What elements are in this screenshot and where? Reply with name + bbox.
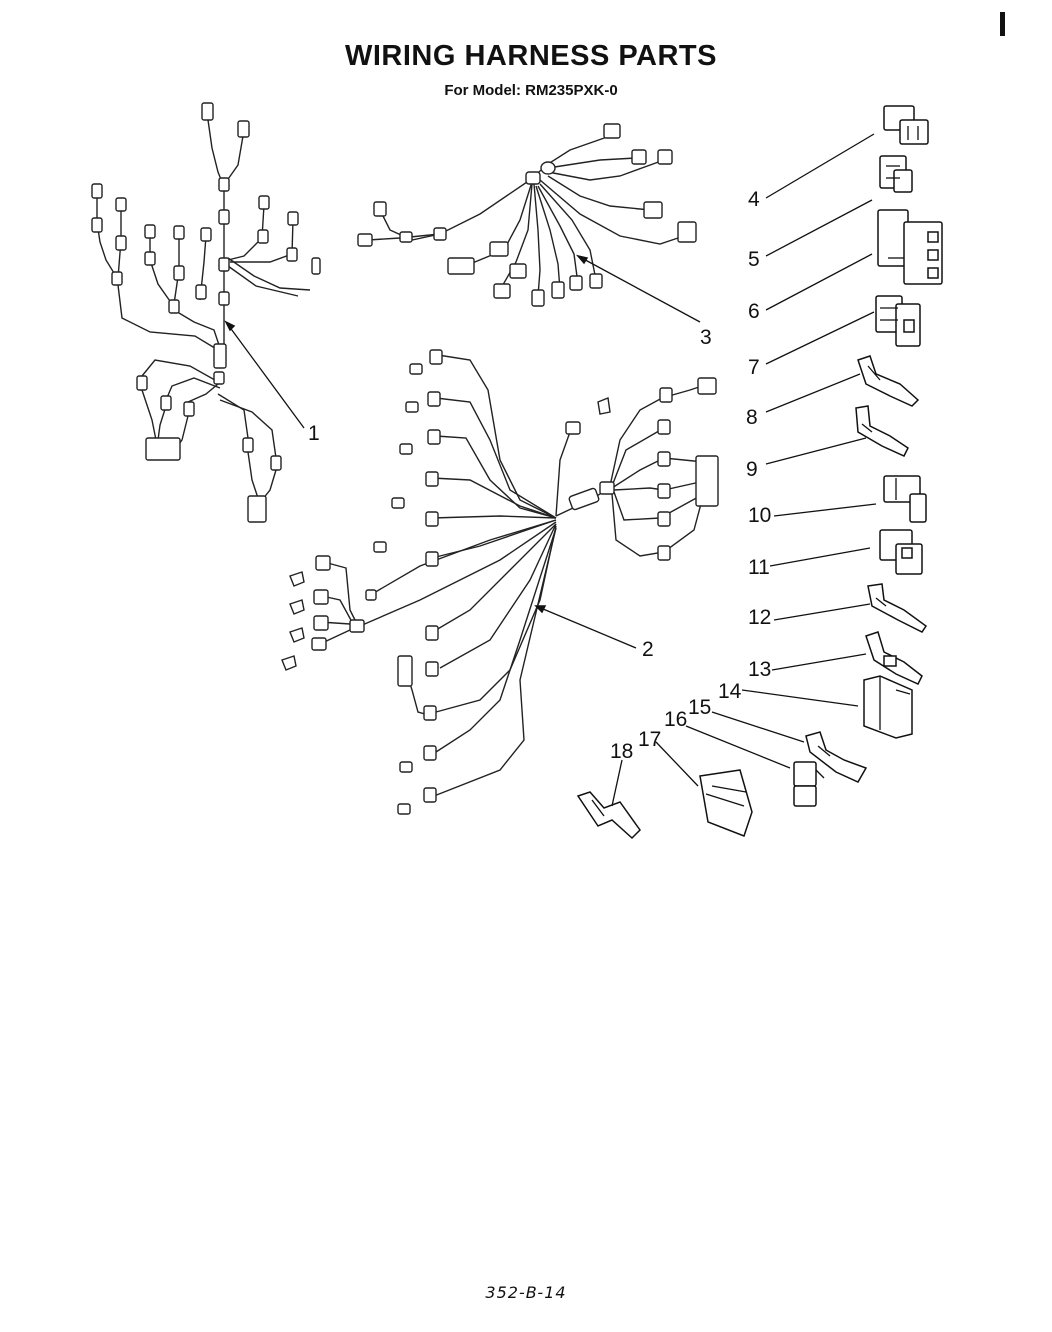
- callout-9: 9: [746, 458, 758, 481]
- callout-15: 15: [688, 696, 711, 719]
- callout-12: 12: [748, 606, 771, 629]
- part-16-housing: [793, 761, 825, 807]
- part-6-block: [877, 209, 943, 285]
- part-4-connector: [883, 105, 929, 145]
- callout-4: 4: [748, 188, 760, 211]
- callout-3: 3: [700, 326, 712, 349]
- callout-5: 5: [748, 248, 760, 271]
- callout-8: 8: [746, 406, 758, 429]
- callout-18: 18: [610, 740, 633, 763]
- callout-2: 2: [642, 638, 654, 661]
- callout-leaders: [224, 133, 877, 807]
- page-title: WIRING HARNESS PARTS: [345, 40, 717, 72]
- part-icons: [576, 105, 943, 840]
- callout-11: 11: [748, 556, 770, 579]
- part-12-terminal: [867, 583, 928, 633]
- part-11-housing: [879, 529, 923, 575]
- part-5-connector: [879, 155, 913, 193]
- callout-14: 14: [718, 680, 742, 703]
- part-15-terminal: [805, 731, 868, 783]
- part-13-terminal: [865, 631, 923, 685]
- page-edge-mark: [1000, 12, 1005, 36]
- callout-7: 7: [748, 356, 760, 379]
- part-18-clip: [576, 791, 641, 840]
- callout-6: 6: [748, 300, 760, 323]
- harness-3: [357, 123, 697, 307]
- callout-10: 10: [748, 504, 771, 527]
- callout-13: 13: [748, 658, 771, 681]
- harness-1: [91, 102, 321, 523]
- part-8-terminal: [857, 355, 920, 407]
- callout-16: 16: [664, 708, 687, 731]
- part-7-connector: [875, 295, 921, 347]
- model-subtitle: For Model: RM235PXK-0: [444, 82, 618, 99]
- page-code: 352-B-14: [485, 1283, 567, 1302]
- harness-2: [281, 349, 719, 815]
- callout-17: 17: [638, 728, 661, 751]
- part-10-housing: [883, 475, 927, 523]
- callout-1: 1: [308, 422, 320, 445]
- part-14-block: [863, 675, 913, 739]
- part-9-terminal: [855, 405, 909, 457]
- callout-numbers: 1 2 3 4 5 6 7 8 9 10 11 12 13 14 15 16 1…: [308, 188, 771, 763]
- part-17-strip: [699, 769, 753, 837]
